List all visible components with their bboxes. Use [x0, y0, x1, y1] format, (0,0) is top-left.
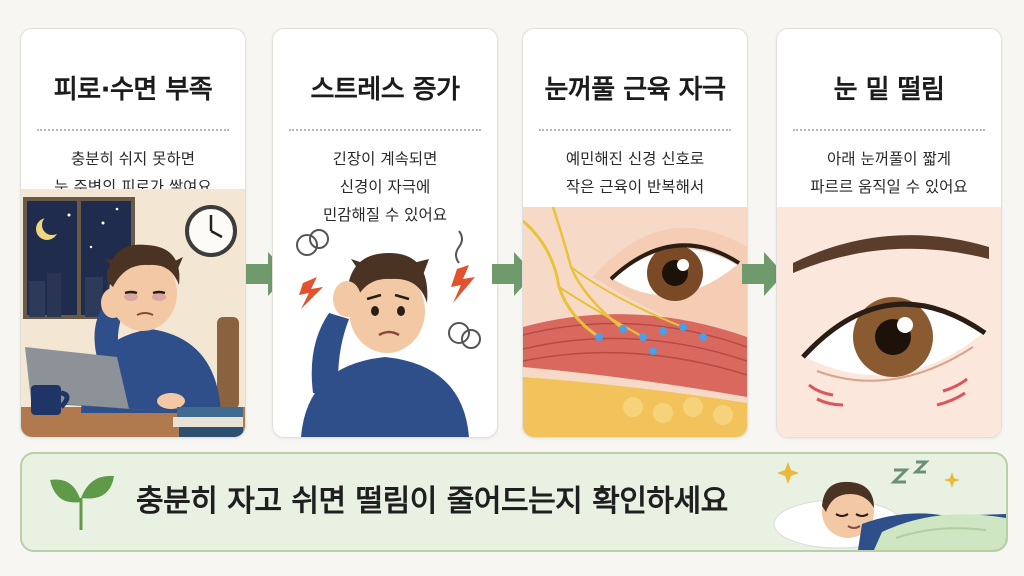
arrow-right-icon [740, 250, 786, 298]
sleep-zzz-icon [890, 460, 930, 484]
divider [793, 129, 985, 131]
stressed-man-illustration [296, 229, 481, 437]
twitch-motion-marks [808, 377, 968, 407]
step-card-stress: 스트레스 증가 긴장이 계속되면 신경이 자극에 민감해질 수 있어요 [272, 28, 498, 438]
lightning-bolt-icon [299, 277, 323, 309]
stress-cloud-icon [296, 229, 329, 256]
crescent-moon-icon [36, 215, 62, 240]
eyelid-anatomy-illustration [523, 207, 747, 437]
nerve-signal-markers [595, 323, 707, 355]
sparkle-icon [777, 462, 799, 484]
twitching-eye-closeup-illustration [777, 207, 1001, 437]
wall-clock-icon [185, 205, 237, 257]
stress-cloud-icon [448, 322, 481, 349]
divider [37, 129, 229, 131]
step-description: 긴장이 계속되면 신경이 자극에 민감해질 수 있어요 [323, 150, 447, 224]
sprout-icon [50, 475, 114, 530]
tip-banner: 충분히 자고 쉬면 떨림이 줄어드는지 확인하세요 [20, 452, 1008, 552]
sparkle-icon [944, 472, 960, 488]
divider [539, 129, 731, 131]
lightning-bolt-icon [451, 265, 475, 303]
step-card-under-eye-twitch: 눈 밑 떨림 아래 눈꺼풀이 짧게 파르르 움직일 수 있어요 [776, 28, 1002, 438]
banner-text: 충분히 자고 쉬면 떨림이 줄어드는지 확인하세요 [136, 484, 728, 519]
divider [289, 129, 481, 131]
step-title: 눈꺼풀 근육 자극 [544, 75, 726, 105]
step-card-muscle-stimulation: 눈꺼풀 근육 자극 예민해진 신경 신호로 작은 근육이 반복해서 수축해요 [522, 28, 748, 438]
step-title: 눈 밑 떨림 [833, 75, 945, 105]
sleeping-man-illustration [773, 460, 1006, 550]
step-title: 피로·수면 부족 [53, 75, 213, 105]
step-description: 아래 눈꺼풀이 짧게 파르르 움직일 수 있어요 [810, 150, 968, 196]
tired-man-at-laptop-illustration [21, 189, 245, 437]
step-title: 스트레스 증가 [310, 75, 460, 105]
step-card-fatigue: 피로·수면 부족 충분히 쉬지 못하면 눈 주변의 피로가 쌓여요 [20, 28, 246, 438]
